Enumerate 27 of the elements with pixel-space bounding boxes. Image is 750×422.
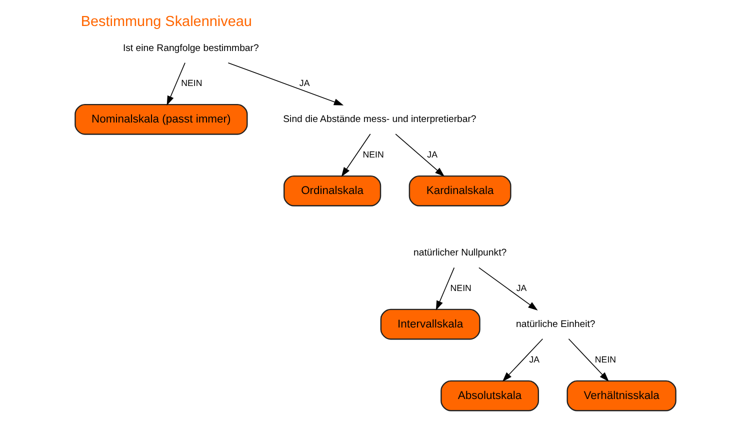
edge-label: JA	[298, 78, 310, 88]
edge-label: NEIN	[594, 354, 616, 364]
edge-label: JA	[426, 149, 437, 160]
node-box: Nominalskala (passt immer)	[74, 104, 248, 135]
edge-label: NEIN	[450, 282, 471, 293]
edge-label: JA	[528, 354, 540, 364]
edge-label: NEIN	[362, 149, 384, 160]
diagram-title: Bestimmung Skalenniveau	[80, 14, 252, 30]
arrow	[166, 62, 185, 106]
node-box: Kardinalskala	[408, 175, 511, 206]
arrow	[435, 267, 454, 310]
arrow	[340, 134, 370, 177]
arrow	[394, 134, 444, 177]
node-box: Verhältnisskala	[566, 380, 676, 412]
node-text: Sind die Abstände mess- und interpretierbar?	[282, 114, 476, 125]
arrow	[227, 62, 344, 106]
node-box: Intervallskala	[380, 308, 480, 340]
node-text: natürliche Einheit?	[516, 318, 595, 330]
edge-label: JA	[516, 282, 526, 293]
node-text: natürlicher Nullpunkt?	[413, 248, 506, 259]
node-text: Ist eine Rangfolge bestimmbar?	[122, 42, 258, 54]
node-box: Absolutskala	[440, 380, 538, 412]
node-box: Ordinalskala	[283, 175, 381, 206]
arrow	[502, 338, 543, 382]
edge-label: NEIN	[180, 78, 202, 88]
arrow	[568, 338, 608, 382]
arrow	[478, 267, 538, 310]
